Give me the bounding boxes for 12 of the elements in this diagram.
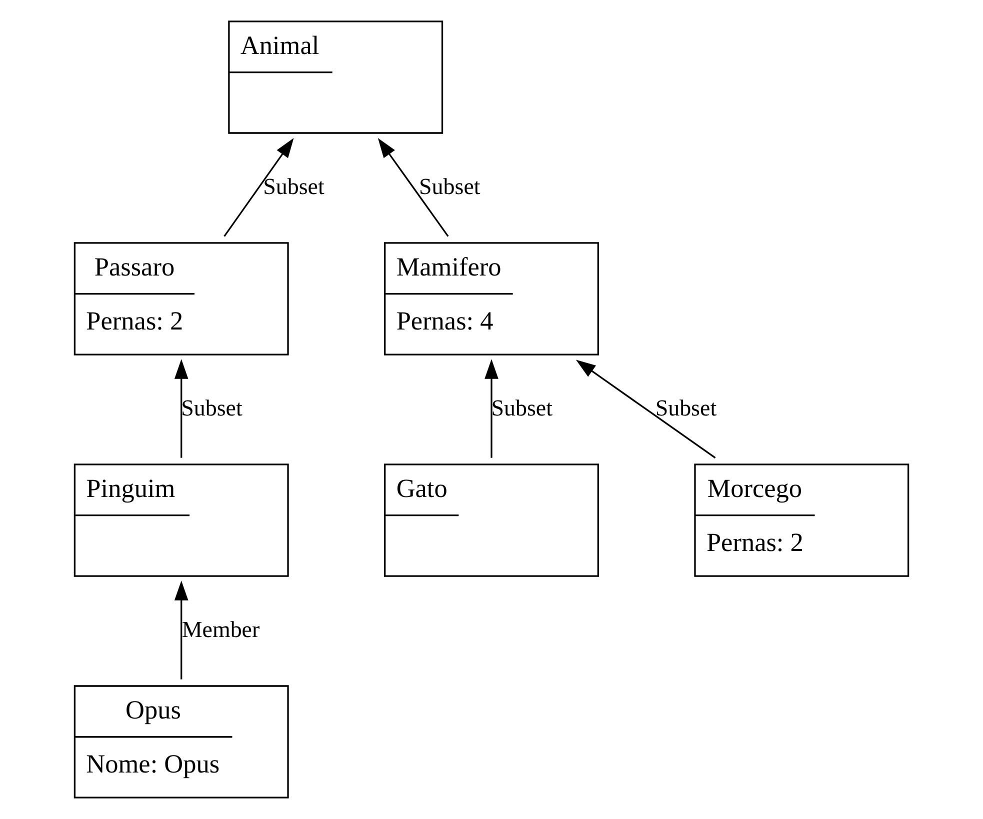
edge-label: Subset [655, 396, 717, 421]
edge-label: Subset [263, 174, 324, 200]
arrow [576, 360, 716, 458]
edge-label: Subset [181, 396, 242, 421]
arrow [174, 580, 188, 680]
arrow [484, 359, 498, 458]
arrow [224, 138, 294, 237]
edge-label: Subset [419, 174, 480, 200]
edge-label: Subset [491, 396, 552, 421]
edge-label: Member [182, 617, 260, 642]
arrow [378, 138, 449, 237]
arrow [174, 359, 188, 458]
